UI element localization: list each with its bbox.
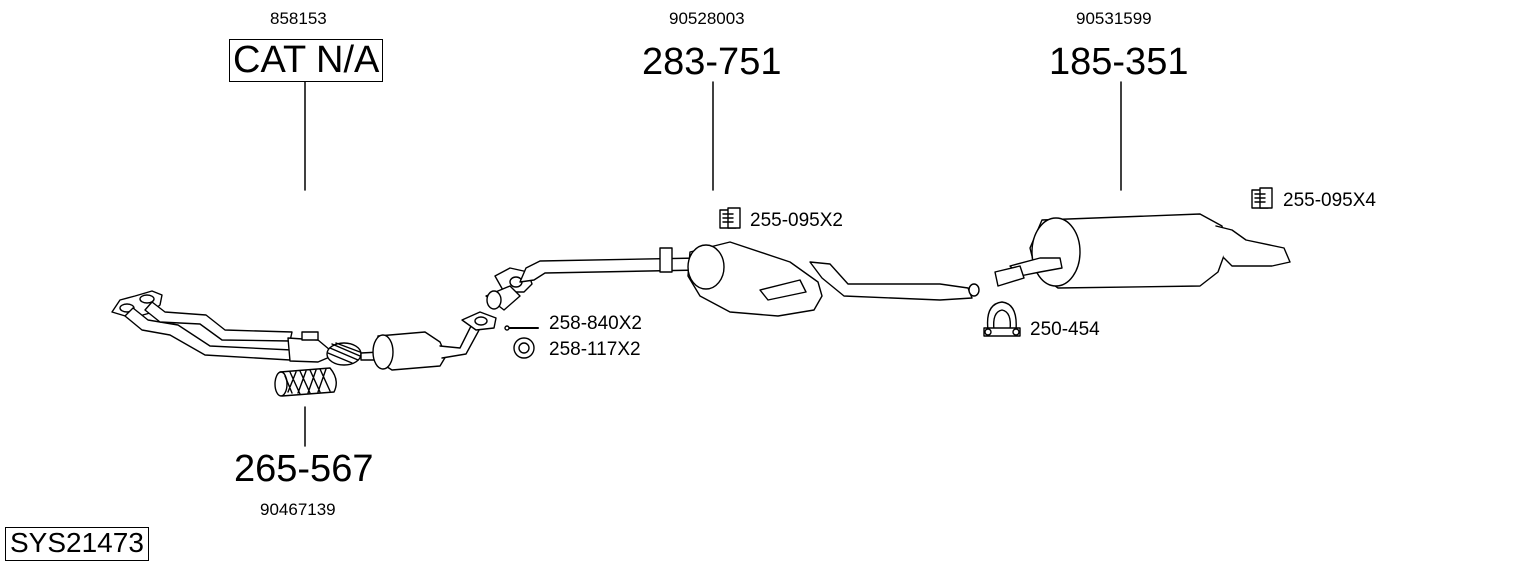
mount-rear-code[interactable]: 255-095X4 [1283, 190, 1376, 211]
mount-icon-rear [1251, 187, 1273, 209]
middle-oe-number: 90528003 [669, 9, 745, 28]
ring-code[interactable]: 258-117X2 [549, 339, 641, 360]
system-code: SYS21473 [5, 527, 149, 561]
front-pipe-part-code[interactable]: 265-567 [234, 448, 374, 490]
clamp-code[interactable]: 250-454 [1030, 319, 1100, 340]
middle-part-code[interactable]: 283-751 [642, 41, 782, 83]
middle-pipe [485, 247, 701, 311]
flex-bellows [326, 342, 381, 366]
rear-oe-number: 90531599 [1076, 9, 1152, 28]
clamp-icon [983, 301, 1021, 337]
bolt-icon [504, 325, 539, 331]
leader-lines [304, 81, 1122, 447]
catalytic-converter [372, 311, 497, 371]
rear-part-code[interactable]: 185-351 [1049, 41, 1189, 83]
front-pipe-oe-number: 90467139 [260, 500, 336, 519]
mount-middle-code[interactable]: 255-095X2 [750, 210, 843, 231]
flex-hose-part [274, 367, 337, 397]
rear-silencer [994, 213, 1291, 289]
bolt-code[interactable]: 258-840X2 [549, 313, 642, 334]
cat-part-code[interactable]: CAT N/A [229, 39, 384, 82]
ring-icon [513, 337, 535, 359]
middle-silencer [687, 241, 980, 317]
cat-oe-number: 858153 [270, 9, 327, 28]
front-pipe [124, 301, 333, 363]
mount-icon-middle [719, 207, 741, 229]
